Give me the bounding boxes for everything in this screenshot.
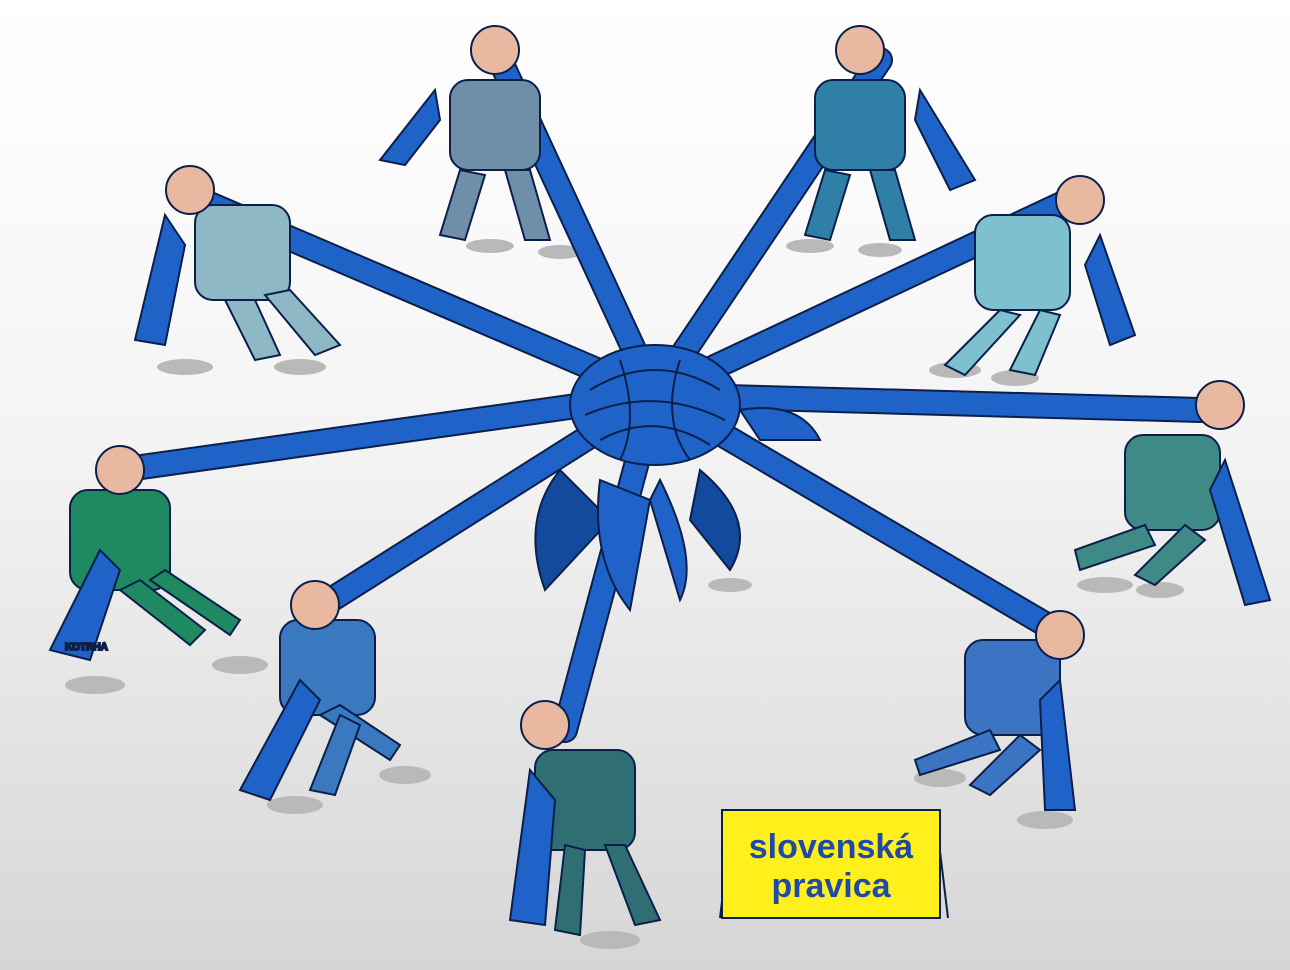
top-right-man xyxy=(803,25,977,242)
slovenska-pravica-sign: slovenská pravica xyxy=(719,809,949,919)
lower-right-man xyxy=(913,610,1085,811)
right-man xyxy=(1073,380,1272,607)
bottom-man xyxy=(508,700,662,937)
left-man: KOTRHA xyxy=(48,445,242,662)
ribbon-left xyxy=(109,384,666,481)
central-knot xyxy=(534,344,822,613)
upper-right-man xyxy=(943,175,1137,377)
figures: KOTRHA xyxy=(48,25,1272,937)
lower-left-man xyxy=(238,580,402,802)
sign-line-2: pravica xyxy=(771,867,891,905)
ribbon-right xyxy=(644,384,1211,421)
sign-line-1: slovenská xyxy=(749,828,914,866)
top-left-man xyxy=(378,25,552,242)
upper-left-man xyxy=(133,165,342,362)
artist-signature: KOTRHA xyxy=(65,642,108,653)
